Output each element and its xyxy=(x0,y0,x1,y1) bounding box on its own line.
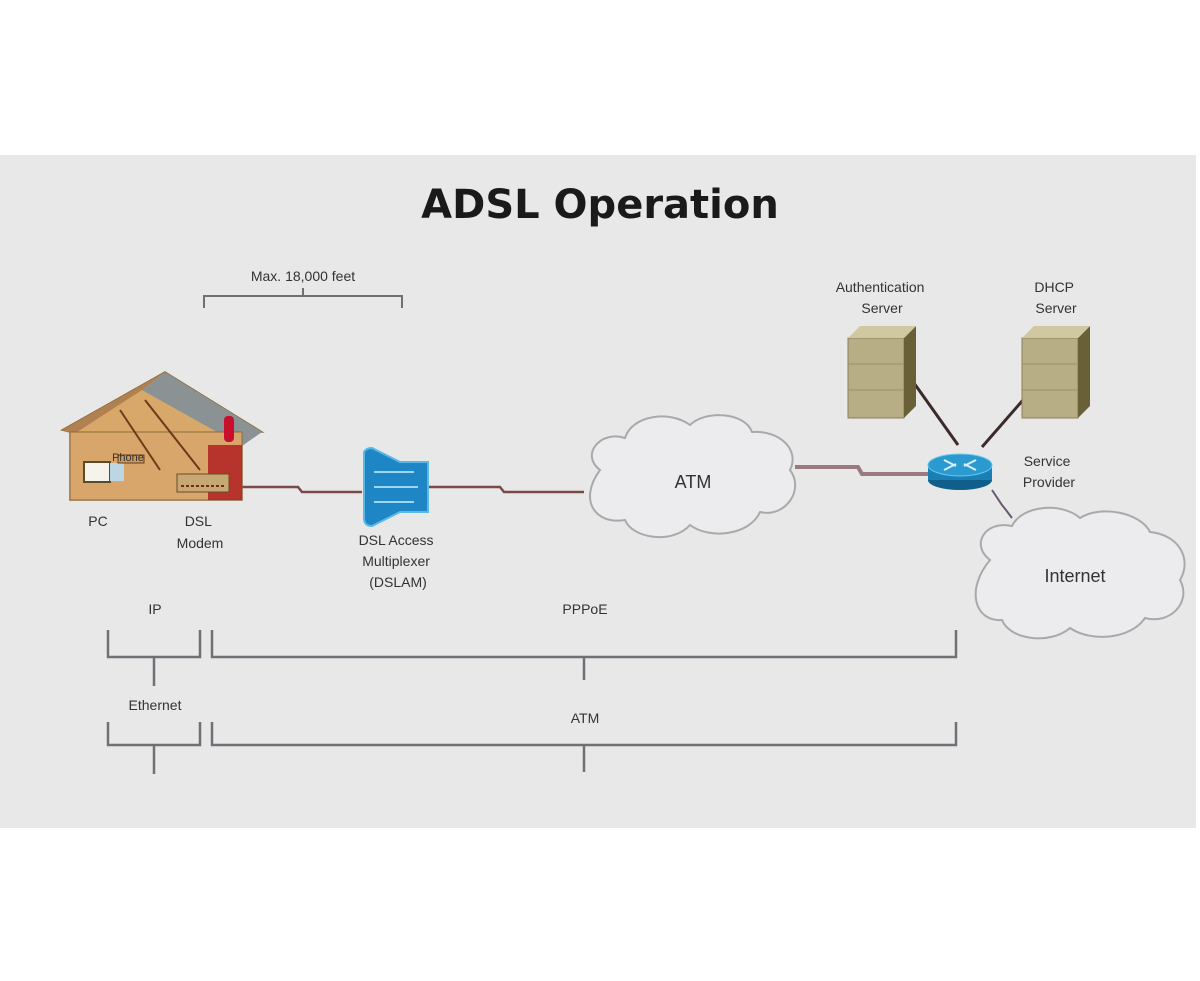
pc-icon xyxy=(83,461,124,483)
dsl-modem-label: DSL Modem xyxy=(177,513,224,551)
bracket-ip xyxy=(106,630,202,686)
distance-label: Max. 18,000 feet xyxy=(251,268,355,284)
auth-server-label: Authentication Server xyxy=(836,279,929,316)
internet-cloud-label: Internet xyxy=(1044,566,1105,586)
internet-cloud-icon xyxy=(974,506,1186,640)
layer-pppoe-label: PPPoE xyxy=(562,601,607,617)
bracket-ethernet xyxy=(106,722,202,774)
bracket-pppoe xyxy=(210,630,958,680)
diagram-title: ADSL Operation xyxy=(421,182,779,228)
dslam-label: DSL Access Multiplexer (DSLAM) xyxy=(359,532,438,590)
atm-cloud-icon xyxy=(589,414,797,539)
layer-ethernet-label: Ethernet xyxy=(129,697,182,713)
dslam-icon xyxy=(363,446,429,528)
alert-icon xyxy=(224,416,234,442)
atm-cloud-label: ATM xyxy=(675,472,712,492)
bracket-atm xyxy=(210,722,958,772)
distance-bracket xyxy=(203,288,403,308)
router-icon xyxy=(927,453,993,490)
layer-ip-label: IP xyxy=(148,601,161,617)
service-provider-label: Service Provider xyxy=(1023,453,1075,490)
link-atm-router xyxy=(795,465,930,476)
link-dslam-atm xyxy=(428,485,584,494)
pc-label: PC xyxy=(88,513,107,529)
phone-icon xyxy=(117,454,145,464)
layer-atm-label: ATM xyxy=(571,710,600,726)
link-auth-router xyxy=(912,382,960,446)
dhcp-server-icon xyxy=(1021,326,1090,419)
dsl-modem-icon xyxy=(176,473,230,493)
auth-server-icon xyxy=(847,326,916,419)
dhcp-server-label: DHCP Server xyxy=(1034,279,1077,316)
link-router-internet xyxy=(991,489,1013,519)
link-dhcp-router xyxy=(980,399,1025,448)
phone-label: Phone xyxy=(112,452,144,464)
link-modem-dslam xyxy=(238,485,362,494)
